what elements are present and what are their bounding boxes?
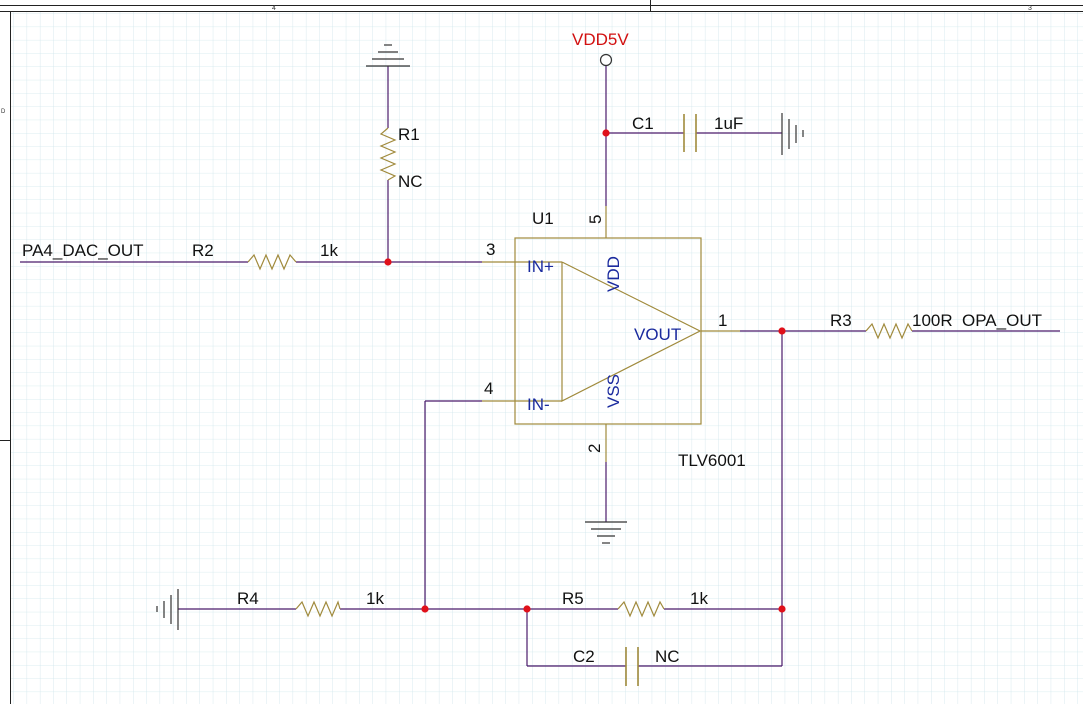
pin-name-in-plus: IN+	[527, 257, 554, 276]
pin-name-vout: VOUT	[634, 325, 681, 344]
opamp-u1	[482, 206, 740, 462]
capacitors	[625, 114, 697, 686]
net-label-input: PA4_DAC_OUT	[22, 241, 144, 260]
c2-value: NC	[655, 647, 680, 666]
r1-value: NC	[398, 172, 423, 191]
r4-refdes: R4	[237, 589, 259, 608]
ground-icon-vss	[585, 521, 627, 544]
r3-value: 100R	[912, 311, 953, 330]
zone-marker-top-right: 3	[1028, 5, 1032, 12]
resistors	[247, 127, 913, 618]
vdd-power-icon	[599, 53, 613, 67]
r5-refdes: R5	[562, 589, 584, 608]
junction-dot	[778, 605, 786, 613]
pin-name-vss: VSS	[604, 374, 623, 408]
pin-number-4: 4	[484, 379, 493, 398]
junction-dot	[602, 129, 610, 137]
c2-refdes: C2	[573, 647, 595, 666]
pin-name-vdd: VDD	[604, 256, 623, 292]
r5-value: 1k	[690, 589, 708, 608]
pin-number-1: 1	[718, 311, 727, 330]
resistor-r3-symbol	[865, 322, 913, 340]
resistor-r5-symbol	[617, 600, 665, 618]
c1-refdes: C1	[632, 114, 654, 133]
c1-value: 1uF	[714, 114, 743, 133]
junction-dots	[384, 129, 786, 613]
grid-background	[10, 12, 1083, 704]
junction-dot	[384, 258, 392, 266]
ground-icon-c1	[781, 113, 804, 155]
r2-value: 1k	[320, 241, 338, 260]
r4-value: 1k	[366, 589, 384, 608]
r2-refdes: R2	[192, 241, 214, 260]
opamp-refdes: U1	[532, 209, 554, 228]
ground-icon-r1	[366, 44, 410, 67]
resistor-r2-symbol	[247, 253, 297, 271]
pin-number-2: 2	[585, 444, 604, 453]
opamp-part-number: TLV6001	[678, 451, 746, 470]
resistor-r1-symbol	[379, 127, 397, 181]
zone-marker-top-left: 4	[272, 5, 276, 12]
r3-refdes: R3	[830, 311, 852, 330]
pin-name-in-minus: IN-	[527, 395, 550, 414]
pin-number-5: 5	[586, 215, 605, 224]
resistor-r4-symbol	[295, 600, 341, 618]
ground-icon-r4	[156, 589, 179, 630]
vdd-power-label: VDD5V	[572, 30, 629, 49]
junction-dot	[523, 605, 531, 613]
junction-dot	[778, 327, 786, 335]
net-label-output: OPA_OUT	[962, 311, 1042, 330]
r1-refdes: R1	[398, 125, 420, 144]
zone-marker-left: D	[1, 109, 6, 115]
junction-dot	[421, 605, 429, 613]
pin-number-3: 3	[486, 240, 495, 259]
ground-symbols	[156, 44, 804, 630]
